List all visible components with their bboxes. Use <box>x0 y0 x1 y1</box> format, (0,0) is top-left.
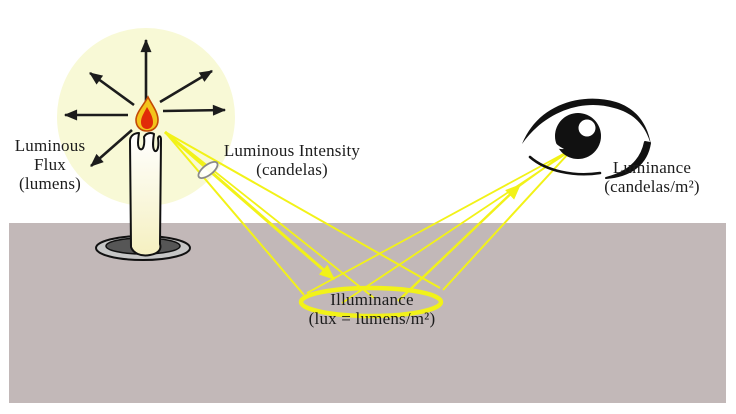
label-illuminance: Illuminance (lux = lumens/m²) <box>286 290 458 328</box>
light-ray-arrow-down-icon <box>164 130 335 281</box>
solid-angle-ellipse <box>197 160 219 180</box>
eye-iris <box>555 113 601 159</box>
flux-arrow-up-left-icon <box>89 71 135 107</box>
flux-arrow-right-icon <box>162 104 227 116</box>
flux-arrow-up-right-icon <box>159 69 213 104</box>
eye-highlight <box>578 119 596 137</box>
label-line: Luminous Intensity <box>223 141 361 160</box>
label-luminance: Luminance (candelas/m²) <box>576 158 728 196</box>
light-rays-candle <box>164 130 441 299</box>
label-line: (lux = lumens/m²) <box>308 309 436 328</box>
label-line: Luminance <box>612 158 692 177</box>
label-line: (lumens) <box>18 174 82 193</box>
illuminance-ellipse <box>298 285 444 319</box>
label-line: Luminous <box>14 136 86 155</box>
light-ray-arrow-up-icon <box>397 184 521 302</box>
eye-icon <box>522 98 651 179</box>
candle-flame-icon <box>135 95 159 132</box>
label-line: (candelas) <box>256 160 328 179</box>
eye-lower-lid <box>528 155 602 176</box>
eye-outer-lash <box>605 141 651 179</box>
label-line: Flux <box>34 155 66 174</box>
label-line: (candelas/m²) <box>604 177 700 196</box>
flux-arrows <box>63 38 227 167</box>
eye-upper-lid <box>522 98 651 145</box>
candle-body <box>129 132 162 257</box>
flux-arrow-down-left-icon <box>90 129 133 167</box>
eye-highlight-crescent <box>545 129 564 150</box>
label-luminous-intensity: Luminous Intensity (candelas) <box>202 141 382 179</box>
light-rays-eye <box>306 151 569 304</box>
label-luminous-flux: Luminous Flux (lumens) <box>2 136 98 193</box>
label-line: Illuminance <box>330 290 414 309</box>
